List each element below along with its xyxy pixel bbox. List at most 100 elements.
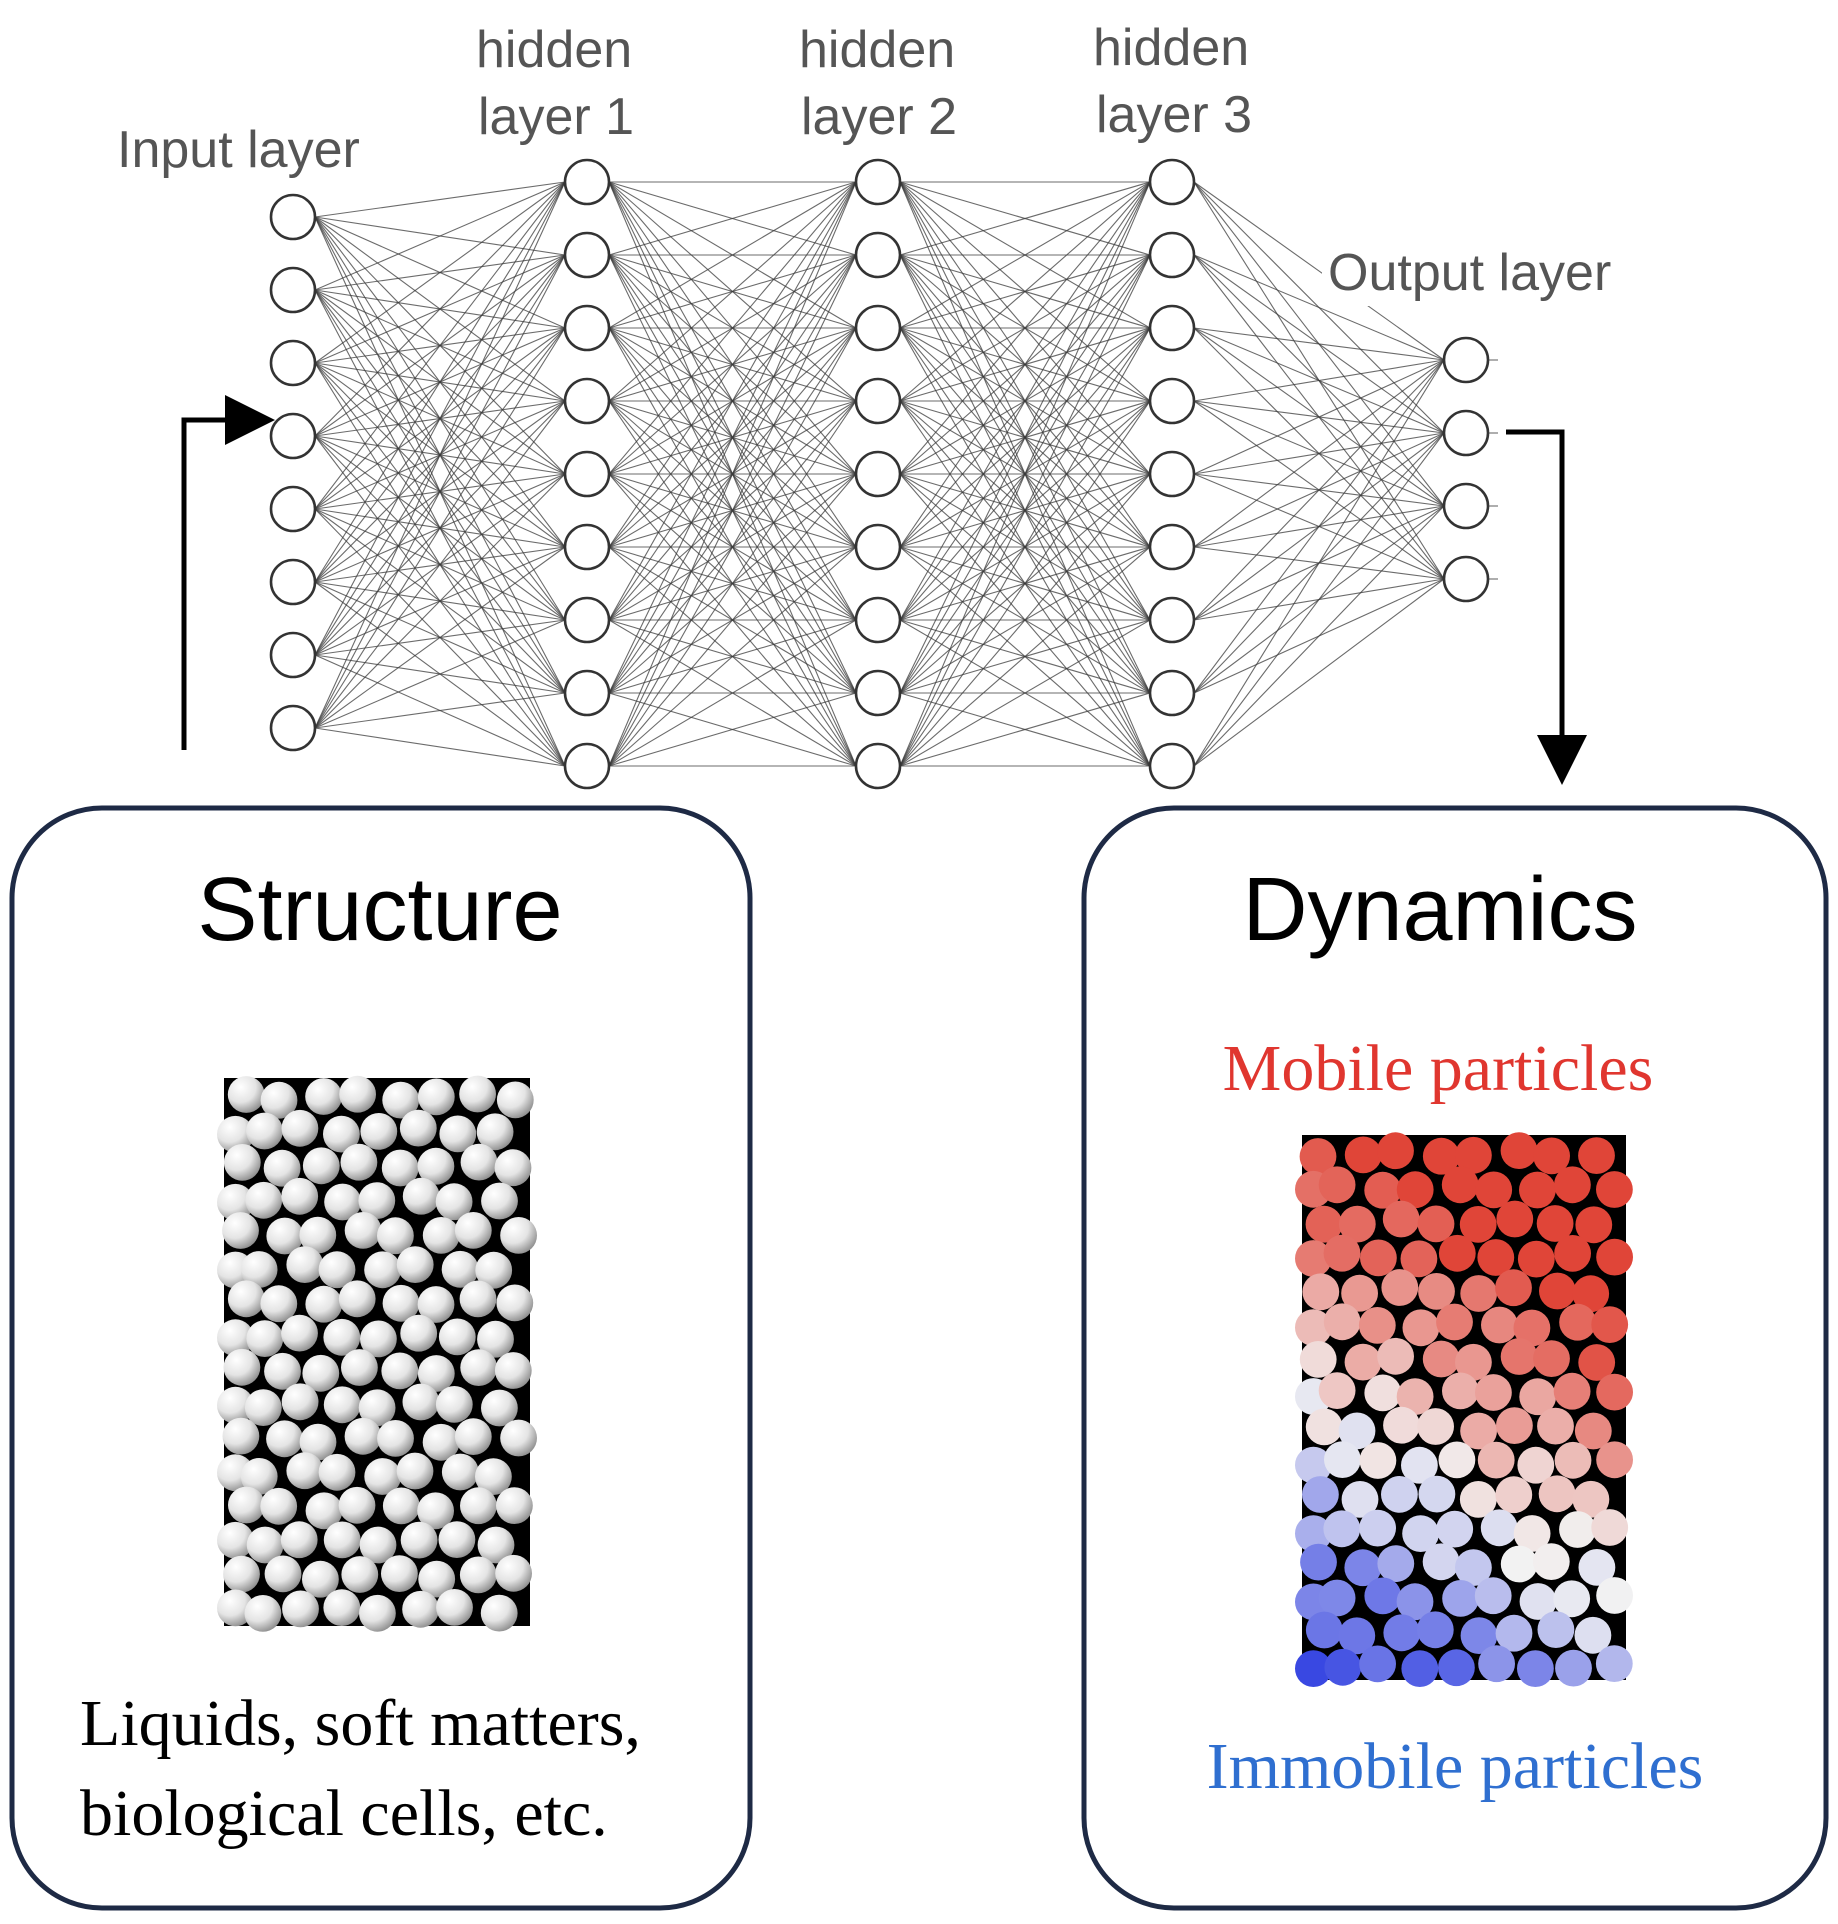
particle	[280, 1521, 318, 1559]
particle	[1360, 1239, 1397, 1277]
connection-edge	[1193, 432, 1445, 767]
hidden-3-node	[1148, 231, 1196, 279]
particle	[1302, 1476, 1339, 1513]
particle	[1341, 1481, 1379, 1518]
particle	[1513, 1515, 1551, 1552]
particle	[1460, 1275, 1498, 1312]
hidden-1-node	[563, 596, 611, 644]
connection-edge	[314, 727, 566, 767]
particle	[1359, 1509, 1396, 1547]
particle	[1591, 1306, 1629, 1343]
structure-title: Structure	[197, 860, 562, 960]
hidden-1-node	[563, 377, 611, 425]
particle	[494, 1149, 532, 1187]
particle	[1417, 1205, 1455, 1243]
particle	[1338, 1205, 1376, 1243]
particle	[324, 1183, 361, 1221]
particle	[1295, 1240, 1332, 1277]
particle	[400, 1314, 438, 1352]
connection-edge	[314, 181, 566, 729]
particle	[305, 1285, 343, 1323]
particle	[1438, 1234, 1476, 1272]
particle	[1495, 1614, 1533, 1652]
particle	[500, 1217, 537, 1254]
hidden-2-node	[854, 304, 902, 352]
output-node	[1442, 482, 1490, 530]
particle	[460, 1487, 497, 1525]
particle	[1519, 1583, 1557, 1620]
connection-edge	[314, 619, 566, 729]
particle	[417, 1492, 454, 1530]
input-node	[269, 193, 317, 241]
particle	[222, 1212, 259, 1249]
particle	[286, 1452, 324, 1490]
particle	[222, 1417, 260, 1455]
particle	[299, 1423, 337, 1461]
connection-edge	[608, 181, 857, 475]
particle	[475, 1458, 512, 1495]
particle	[1305, 1408, 1343, 1446]
connection-edge	[608, 181, 857, 621]
particle	[477, 1526, 515, 1564]
particle	[281, 1177, 319, 1215]
particle	[1596, 1441, 1633, 1479]
particle	[359, 1526, 397, 1564]
connection-edge	[1193, 181, 1445, 361]
particle	[481, 1182, 518, 1220]
particle	[1459, 1481, 1497, 1518]
connection-edge	[608, 181, 857, 767]
hidden-2-node	[854, 231, 902, 279]
particle	[1295, 1309, 1332, 1346]
hidden-1-node	[563, 523, 611, 571]
hidden-2-node	[854, 742, 902, 790]
particle	[435, 1183, 473, 1221]
particle	[260, 1081, 298, 1119]
particle	[1318, 1579, 1356, 1617]
particle	[475, 1251, 513, 1289]
particle	[1401, 1650, 1439, 1687]
particle	[381, 1352, 419, 1390]
particle	[364, 1251, 401, 1289]
particle	[1422, 1137, 1460, 1175]
particle	[223, 1144, 261, 1181]
particle	[1442, 1372, 1479, 1410]
particle	[1538, 1475, 1576, 1513]
particle	[323, 1521, 361, 1559]
particle	[1596, 1577, 1633, 1614]
particle	[1475, 1171, 1513, 1209]
particle	[1478, 1645, 1515, 1683]
particle	[217, 1183, 254, 1221]
particle	[1299, 1341, 1337, 1378]
particle	[1572, 1275, 1610, 1313]
particle	[1477, 1441, 1515, 1479]
particle	[1344, 1136, 1382, 1174]
output-to-dynamics-arrow	[1506, 429, 1587, 785]
immobile-particles-label: Immobile particles	[1207, 1730, 1704, 1803]
particle	[223, 1348, 261, 1386]
particle	[1358, 1307, 1396, 1344]
particle	[358, 1182, 396, 1219]
particle	[282, 1590, 319, 1628]
particle	[1400, 1240, 1438, 1278]
particle	[1474, 1577, 1512, 1615]
particle	[439, 1115, 477, 1153]
connection-edge	[1193, 359, 1445, 621]
particle	[264, 1555, 302, 1593]
input-node	[269, 704, 317, 752]
particle	[217, 1319, 254, 1357]
connection-edge	[899, 181, 1151, 475]
particle	[500, 1419, 537, 1457]
particle	[217, 1386, 254, 1424]
particle	[1500, 1545, 1538, 1583]
particle	[340, 1143, 378, 1181]
particle	[1480, 1509, 1518, 1547]
particle	[286, 1246, 324, 1283]
particle	[260, 1487, 298, 1525]
particle	[323, 1115, 360, 1153]
particle	[1477, 1239, 1515, 1276]
hidden-2-node	[854, 669, 902, 717]
particle	[476, 1113, 514, 1151]
hidden-layer-1-label-line1: hidden	[476, 21, 632, 79]
particle	[1455, 1549, 1492, 1586]
particle	[302, 1560, 339, 1598]
